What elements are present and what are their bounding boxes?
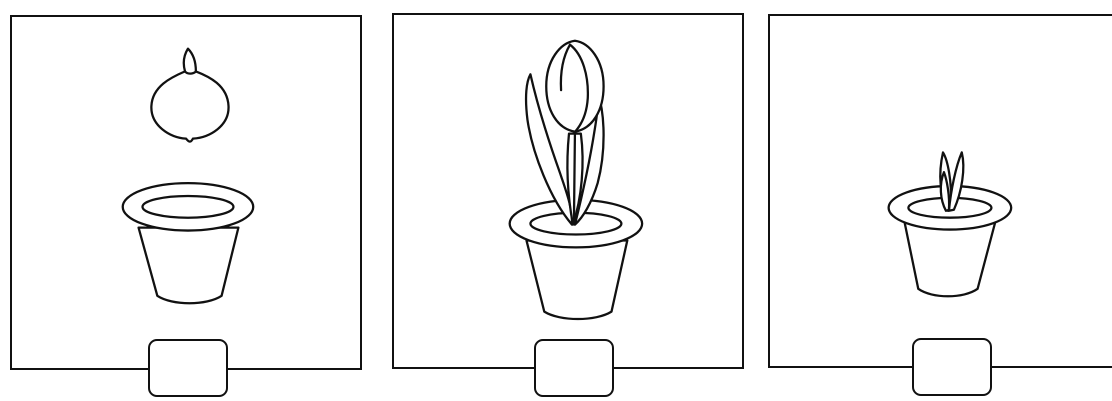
order-answer-box-1[interactable] [148,339,228,397]
empty-pot-icon [123,183,254,303]
panel-sprout-in-pot [768,14,1112,368]
panel-tulip-in-bloom [392,13,744,369]
order-answer-box-3[interactable] [912,338,992,396]
bulb-icon [151,49,228,142]
panel-bulb-and-empty-pot [10,15,362,370]
order-answer-box-2[interactable] [534,339,614,397]
tulip-flower-icon [546,41,603,132]
